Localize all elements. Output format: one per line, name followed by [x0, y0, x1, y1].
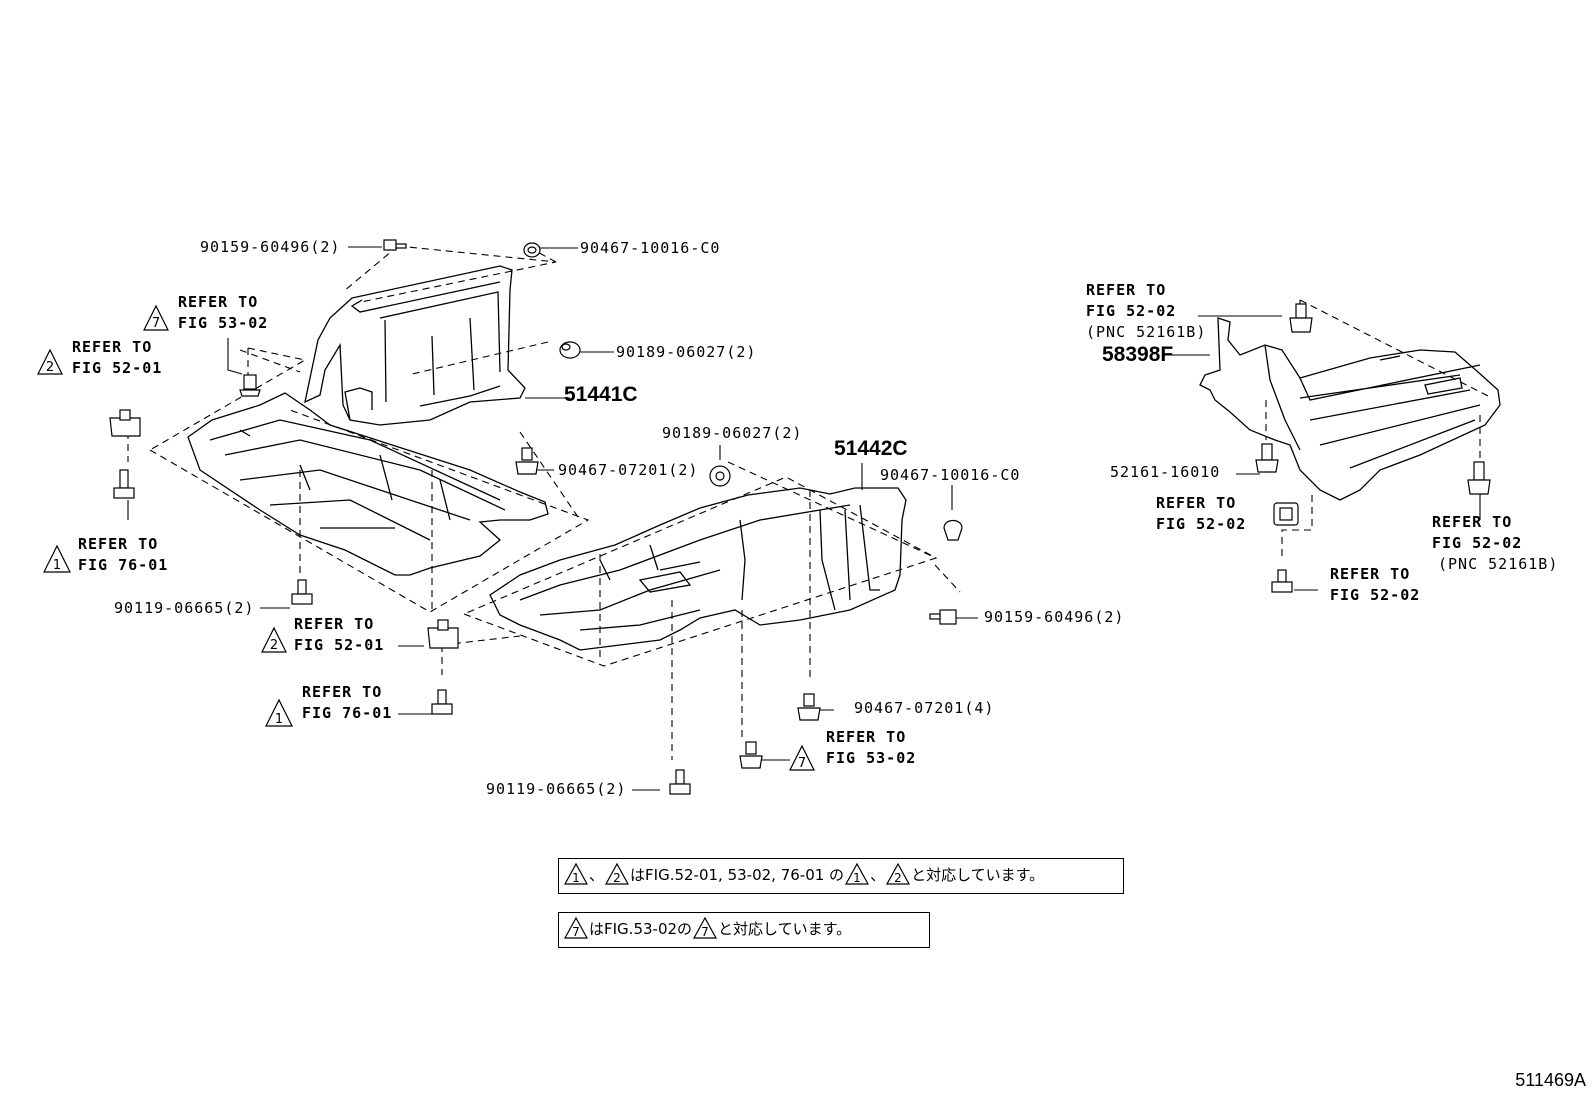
- svg-text:7: 7: [572, 925, 580, 939]
- svg-text:2: 2: [46, 360, 54, 375]
- under-cover-front-lower: [187, 392, 549, 576]
- note-triangle-1: 1: [563, 862, 589, 885]
- clip-icon: [515, 447, 539, 475]
- under-cover-51441c: [304, 265, 526, 426]
- clip-icon: [797, 693, 821, 721]
- label-nut-90189-top: 90189-06027(2): [616, 343, 757, 361]
- figure-code: 511469A: [1515, 1070, 1586, 1090]
- label-clip-52161-16010: 52161-16010: [1110, 463, 1221, 481]
- label-clip-90467-10016-top: 90467-10016-C0: [580, 239, 721, 257]
- label-clip-90467-10016-mid: 90467-10016-C0: [880, 466, 1021, 484]
- svg-text:1: 1: [53, 558, 61, 573]
- bolt-icon: [669, 769, 691, 795]
- clip-icon: [239, 374, 261, 397]
- label-bolt-90119-bottom: 90119-06665(2): [486, 780, 627, 798]
- bolt-icon: [291, 579, 313, 605]
- svg-text:1: 1: [853, 871, 861, 885]
- clip-icon: [943, 519, 963, 541]
- clip-icon: [1289, 303, 1313, 333]
- label-bolt-90159-top: 90159-60496(2): [200, 238, 341, 256]
- under-cover-51442c: [489, 487, 907, 651]
- svg-text:2: 2: [270, 638, 278, 653]
- note-triangle-1: 1: [265, 698, 293, 727]
- label-part-51442c: 51442C: [834, 437, 908, 460]
- retainer-icon: [109, 409, 141, 437]
- label-clip-90467-07201-b: 90467-07201(4): [854, 699, 995, 717]
- bolt-icon: [431, 689, 453, 715]
- svg-text:7: 7: [701, 925, 709, 939]
- note-triangle-1: 1: [845, 862, 870, 885]
- label-part-58398f: 58398F: [1102, 343, 1174, 366]
- svg-text:2: 2: [894, 871, 902, 885]
- svg-text:1: 1: [572, 871, 580, 885]
- retainer-icon: [427, 619, 459, 649]
- clip-icon: [1255, 443, 1279, 473]
- label-part-51441c: 51441C: [564, 383, 638, 406]
- bolt-icon: [929, 609, 957, 625]
- note-triangle-7: 7: [693, 916, 718, 939]
- note-triangle-2: 2: [261, 626, 287, 653]
- label-clip-90467-07201-a: 90467-07201(2): [558, 461, 699, 479]
- svg-text:7: 7: [798, 756, 806, 771]
- bolt-icon: [383, 239, 407, 251]
- bolt-icon: [113, 469, 135, 499]
- clip-icon: [739, 741, 763, 769]
- label-bolt-90119-left: 90119-06665(2): [114, 599, 255, 617]
- note-triangle-7: 7: [563, 916, 589, 939]
- note-triangle-7: 7: [143, 304, 169, 331]
- clip-icon: [1467, 461, 1491, 495]
- note-triangle-1: 1: [43, 544, 71, 573]
- svg-text:2: 2: [613, 871, 621, 885]
- note-triangle-2: 2: [886, 862, 911, 885]
- bolt-icon: [1271, 569, 1293, 593]
- nut-icon: [559, 341, 581, 359]
- svg-text:7: 7: [152, 316, 160, 331]
- label-nut-90189-mid: 90189-06027(2): [662, 424, 803, 442]
- note-triangle-2: 2: [37, 348, 63, 375]
- label-bolt-90159-mid: 90159-60496(2): [984, 608, 1125, 626]
- nut-icon: [709, 465, 731, 487]
- note-triangle-2: 2: [605, 862, 630, 885]
- nut-icon: [1273, 502, 1299, 526]
- note-triangle-7: 7: [789, 744, 815, 771]
- clip-icon: [523, 242, 541, 258]
- svg-text:1: 1: [275, 712, 283, 727]
- side-cover-58398f: [1199, 317, 1501, 501]
